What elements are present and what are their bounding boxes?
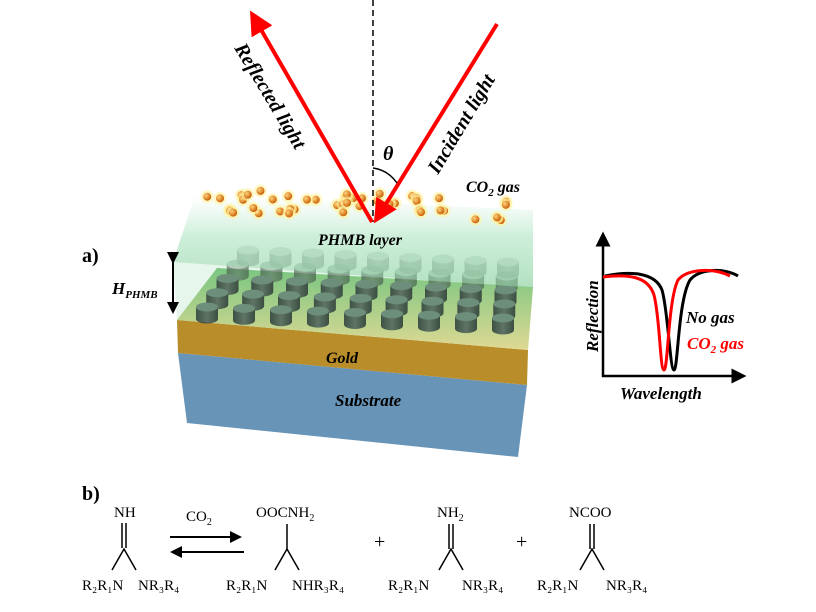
angle-arc xyxy=(372,167,398,184)
product-carbamate-adduct: OOCNH2 R₂R₁N NHR₃R₄ xyxy=(226,505,344,594)
nanopillar xyxy=(196,302,218,324)
substrate-layer xyxy=(178,353,527,457)
co2-gas-curve xyxy=(602,269,731,372)
co2-molecule xyxy=(342,190,351,199)
co2-molecule xyxy=(284,192,293,201)
reactant-top-group: NH xyxy=(114,505,136,521)
no-gas-curve xyxy=(604,269,739,372)
co2-gas-label: CO2 gas xyxy=(466,179,520,199)
product2-right-group: NR₃R₄ xyxy=(462,578,503,594)
co2-molecule xyxy=(435,194,444,203)
co2-molecule xyxy=(243,190,252,199)
phmb-front-face xyxy=(173,262,533,350)
reactant-right-group: NR₃R₄ xyxy=(138,578,179,594)
co2-molecule xyxy=(311,195,320,204)
nanopillar xyxy=(233,303,255,325)
co2-molecule xyxy=(412,197,421,206)
reflection-spectrum-inset: Reflection Wavelength No gas CO2 gas xyxy=(583,231,747,403)
co2-molecule xyxy=(256,186,265,195)
co2-molecule xyxy=(285,209,294,218)
product2-top-group: NH2 xyxy=(437,505,464,524)
panel-b-label: b) xyxy=(82,483,100,505)
inset-x-label: Wavelength xyxy=(620,384,702,403)
co2-molecule xyxy=(492,213,501,222)
reaction-scheme: NH R₂R₁N NR₃R₄ CO2 OOCNH2 R₂R₁N NHR₃R₄ +… xyxy=(82,505,647,594)
co2-molecule xyxy=(229,208,238,217)
product3-left-group: R₂R₁N xyxy=(537,578,578,594)
legend-no-gas: No gas xyxy=(685,308,735,327)
co2-molecule xyxy=(249,203,258,212)
reactant-amidine: NH R₂R₁N NR₃R₄ xyxy=(82,505,179,594)
co2-molecule xyxy=(375,189,384,198)
product1-top-group: OOCNH2 xyxy=(256,505,314,524)
gold-layer xyxy=(177,320,528,385)
height-label: HPHMB xyxy=(111,279,158,301)
co2-molecule xyxy=(501,200,510,209)
nanopillar xyxy=(270,305,292,327)
plus-sign: + xyxy=(374,531,385,553)
product1-left-group: R₂R₁N xyxy=(226,578,267,594)
co2-molecule xyxy=(436,206,445,215)
phmb-layer-label: PHMB layer xyxy=(317,232,403,249)
reactant-left-group: R₂R₁N xyxy=(82,578,123,594)
plus-sign: + xyxy=(516,531,527,553)
nanopillar xyxy=(455,312,477,334)
co2-molecule xyxy=(302,195,311,204)
substrate-label: Substrate xyxy=(335,391,402,410)
product-protonated-amidine: NH2 R₂R₁N NR₃R₄ xyxy=(388,505,503,594)
inset-y-label: Reflection xyxy=(583,280,602,353)
nanopillar xyxy=(492,313,515,335)
product3-top-group: NCOO xyxy=(569,505,612,521)
incident-light-ray xyxy=(373,22,499,224)
product-carbamate-amidine: NCOO R₂R₁N NR₃R₄ xyxy=(537,505,647,594)
co2-molecule xyxy=(342,198,351,207)
reflected-light-ray xyxy=(250,10,374,223)
nanopillar xyxy=(344,308,366,329)
product2-left-group: R₂R₁N xyxy=(388,578,429,594)
co2-molecule xyxy=(339,208,348,217)
product3-right-group: NR₃R₄ xyxy=(606,578,647,594)
gold-label: Gold xyxy=(326,350,359,367)
co2-molecule xyxy=(417,208,426,217)
co2-molecule xyxy=(203,192,212,201)
co2-molecule xyxy=(268,195,277,204)
co2-molecule xyxy=(216,194,225,203)
legend-co2-gas: CO2 gas xyxy=(687,334,744,356)
co2-molecule xyxy=(471,215,480,224)
arrow-co2-label: CO2 xyxy=(186,509,212,528)
panel-a-label: a) xyxy=(82,245,99,267)
phmb-layer xyxy=(173,195,533,288)
co2-molecule xyxy=(276,207,285,216)
nanopillar xyxy=(418,310,440,332)
product1-right-group: NHR₃R₄ xyxy=(292,578,344,594)
angle-symbol: θ xyxy=(383,143,394,165)
nanopillar xyxy=(381,309,403,331)
nanopillar xyxy=(307,306,329,328)
